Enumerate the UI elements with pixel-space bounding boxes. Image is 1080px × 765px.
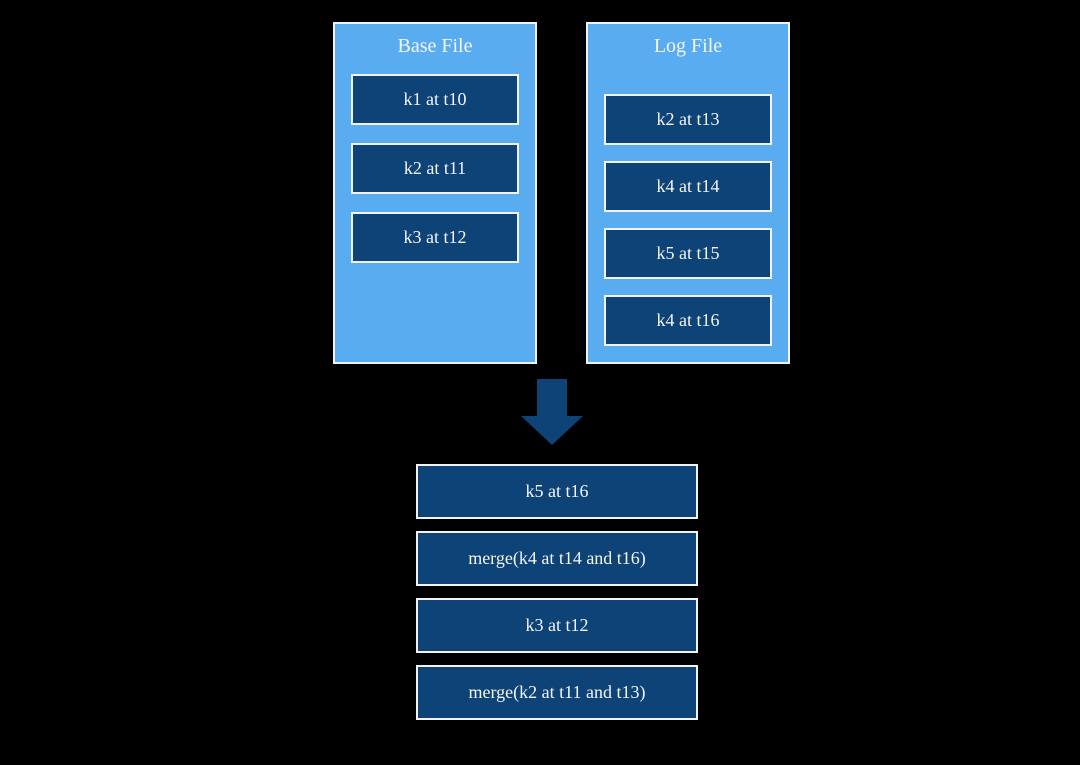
base-file-title: Base File xyxy=(397,35,473,57)
record-label: k4 at t16 xyxy=(656,310,720,330)
record-box: k4 at t16 xyxy=(604,295,772,346)
record-box: k4 at t14 xyxy=(604,161,772,212)
log-file-title: Log File xyxy=(653,35,723,57)
record-box: k1 at t10 xyxy=(351,74,519,125)
merged-record-label: merge(k4 at t14 and t16) xyxy=(468,548,646,568)
record-box: k5 at t15 xyxy=(604,228,772,279)
record-label: k1 at t10 xyxy=(403,89,467,109)
base-file-records: k1 at t10 k2 at t11 k3 at t12 xyxy=(335,74,535,263)
merged-record-label: k3 at t12 xyxy=(525,615,589,635)
record-label: k4 at t14 xyxy=(656,176,720,196)
record-label: k2 at t11 xyxy=(403,158,467,178)
log-file-container: Log File k2 at t13 k4 at t14 k5 at t15 k… xyxy=(586,22,790,364)
merged-record-box: merge(k2 at t11 and t13) xyxy=(416,665,698,720)
merged-record-label: merge(k2 at t11 and t13) xyxy=(468,682,646,702)
record-label: k2 at t13 xyxy=(656,109,720,129)
merged-records: k5 at t16 merge(k4 at t14 and t16) k3 at… xyxy=(416,464,698,720)
record-label: k3 at t12 xyxy=(403,227,467,247)
log-file-records: k2 at t13 k4 at t14 k5 at t15 k4 at t16 xyxy=(588,94,788,346)
base-file-container: Base File k1 at t10 k2 at t11 k3 at t12 xyxy=(333,22,537,364)
record-box: k2 at t11 xyxy=(351,143,519,194)
record-label: k5 at t15 xyxy=(656,243,720,263)
record-box: k2 at t13 xyxy=(604,94,772,145)
merged-record-box: k3 at t12 xyxy=(416,598,698,653)
merged-record-label: k5 at t16 xyxy=(525,481,589,501)
merged-record-box: merge(k4 at t14 and t16) xyxy=(416,531,698,586)
record-box: k3 at t12 xyxy=(351,212,519,263)
down-block-arrow-icon xyxy=(521,379,583,445)
merged-record-box: k5 at t16 xyxy=(416,464,698,519)
